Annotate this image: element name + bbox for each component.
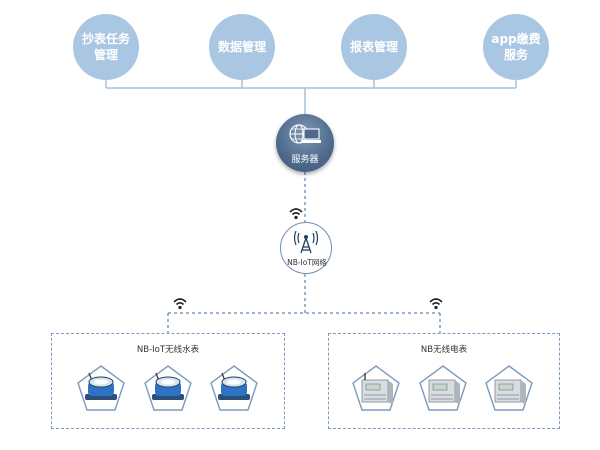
- electric-meter-icon: [494, 379, 527, 406]
- group-title: NB-IoT无线水表: [136, 345, 200, 355]
- globe-computer-icon: [289, 124, 321, 144]
- water-meter-1[interactable]: [77, 365, 125, 411]
- node-label: 数据管理: [217, 40, 266, 54]
- water-meter-group: NB-IoT无线水表: [51, 333, 285, 429]
- group-title: NB无线电表: [420, 345, 468, 355]
- electric-meter-1[interactable]: [352, 365, 400, 411]
- cell-tower-icon: [293, 230, 318, 253]
- network-label: NB-IoT网络: [287, 258, 327, 267]
- wifi-icon: [289, 208, 303, 220]
- electric-meter-2[interactable]: [419, 365, 467, 411]
- node-label: app缴费 服务: [491, 32, 541, 62]
- nb-iot-network-node[interactable]: NB-IoT网络: [280, 222, 332, 274]
- task-management-node[interactable]: 抄表任务 管理: [73, 14, 139, 80]
- report-management-node[interactable]: 报表管理: [341, 14, 407, 80]
- data-management-node[interactable]: 数据管理: [209, 14, 275, 80]
- water-meter-3[interactable]: [210, 365, 258, 411]
- electric-meter-icon: [361, 379, 394, 406]
- electric-meter-3[interactable]: [485, 365, 533, 411]
- node-label: 抄表任务 管理: [81, 32, 130, 62]
- node-label: 报表管理: [349, 40, 398, 54]
- water-meter-2[interactable]: [144, 365, 192, 411]
- server-node[interactable]: 服务器: [276, 114, 334, 172]
- wifi-icon: [173, 298, 187, 310]
- app-payment-node[interactable]: app缴费 服务: [483, 14, 549, 80]
- server-label: 服务器: [291, 155, 319, 165]
- wifi-icon: [429, 298, 443, 310]
- electric-meter-group: NB无线电表: [328, 333, 560, 429]
- electric-meter-icon: [428, 379, 461, 406]
